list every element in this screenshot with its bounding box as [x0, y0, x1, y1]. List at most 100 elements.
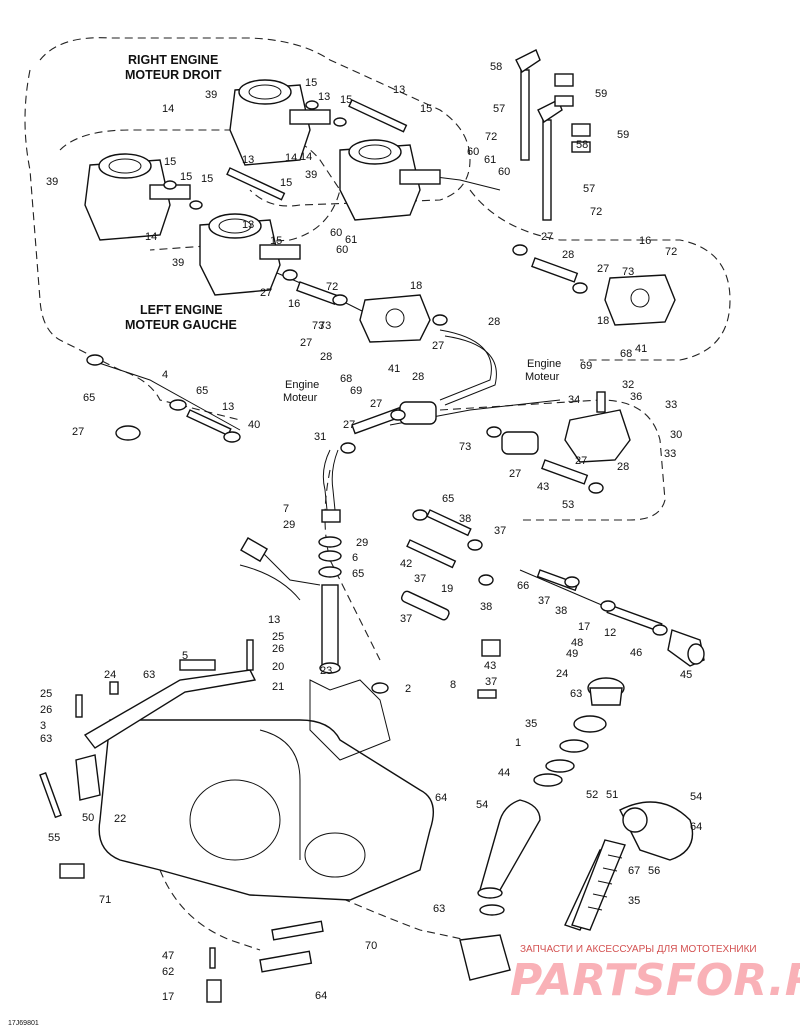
callout-16: 16: [288, 298, 300, 310]
callout-50: 50: [82, 812, 94, 824]
callout-13: 13: [242, 219, 254, 231]
callout-60: 60: [336, 244, 348, 256]
filler-hose: [477, 799, 541, 916]
callout-18: 18: [410, 280, 422, 292]
callout-43: 43: [484, 660, 496, 672]
callout-62: 62: [162, 966, 174, 978]
callout-27: 27: [343, 419, 355, 431]
group-outline-right-engine: [39, 37, 471, 207]
left-engine-heading: LEFT ENGINE MOTEUR GAUCHE: [125, 303, 237, 332]
callout-54: 54: [476, 799, 488, 811]
callout-26: 26: [40, 704, 52, 716]
check-valve-fitting: [667, 629, 705, 667]
callout-14: 14: [145, 231, 157, 243]
callout-29: 29: [283, 519, 295, 531]
right-engine-heading: RIGHT ENGINE MOTEUR DROIT: [125, 53, 222, 82]
callout-72: 72: [326, 281, 338, 293]
callout-2: 2: [405, 683, 411, 695]
callout-72: 72: [590, 206, 602, 218]
callout-41: 41: [635, 343, 647, 355]
callout-15: 15: [340, 94, 352, 106]
callout-13: 13: [222, 401, 234, 413]
callout-34: 34: [568, 394, 580, 406]
callout-20: 20: [272, 661, 284, 673]
callout-65: 65: [442, 493, 454, 505]
callout-13: 13: [318, 91, 330, 103]
svg-text:PARTSFOR.RU: PARTSFOR.RU: [510, 955, 800, 1006]
callout-63: 63: [570, 688, 582, 700]
primer-plungers: [515, 49, 591, 221]
callout-46: 46: [630, 647, 642, 659]
callout-35: 35: [628, 895, 640, 907]
callout-14: 14: [162, 103, 174, 115]
callout-14: 14: [285, 152, 297, 164]
callout-27: 27: [432, 340, 444, 352]
callout-6: 6: [352, 552, 358, 564]
callout-55: 55: [48, 832, 60, 844]
callout-26: 26: [272, 643, 284, 655]
callout-65: 65: [196, 385, 208, 397]
left-carburetor-1: [84, 153, 191, 241]
callout-73: 73: [622, 266, 634, 278]
svg-text:Moteur: Moteur: [283, 392, 318, 404]
callout-5: 5: [182, 650, 188, 662]
callout-45: 45: [680, 669, 692, 681]
svg-text:MOTEUR GAUCHE: MOTEUR GAUCHE: [125, 318, 237, 332]
callout-72: 72: [485, 131, 497, 143]
callout-21: 21: [272, 681, 284, 693]
callout-73: 73: [459, 441, 471, 453]
callout-52: 52: [586, 789, 598, 801]
fuel-tank: [98, 679, 434, 901]
callout-33: 33: [664, 448, 676, 460]
callout-57: 57: [583, 183, 595, 195]
callout-28: 28: [320, 351, 332, 363]
svg-text:Engine: Engine: [285, 379, 319, 391]
callout-15: 15: [201, 173, 213, 185]
corrugated-vent-hose: [459, 839, 626, 981]
callout-27: 27: [509, 468, 521, 480]
callout-4: 4: [162, 369, 168, 381]
callout-13: 13: [268, 614, 280, 626]
callout-38: 38: [555, 605, 567, 617]
fuel-selector-valve: [564, 391, 631, 463]
callout-30: 30: [670, 429, 682, 441]
callout-15: 15: [280, 177, 292, 189]
callout-27: 27: [597, 263, 609, 275]
filler-cap-assembly: [533, 677, 625, 787]
callout-36: 36: [630, 391, 642, 403]
tank-support-strap: [75, 659, 257, 801]
callout-37: 37: [400, 613, 412, 625]
callout-12: 12: [604, 627, 616, 639]
engine-label-center: Engine Moteur: [283, 379, 319, 404]
callout-28: 28: [488, 316, 500, 328]
callout-68: 68: [340, 373, 352, 385]
callout-71: 71: [99, 894, 111, 906]
callout-60: 60: [498, 166, 510, 178]
fuel-pickup-assembly: [240, 509, 342, 674]
group-outline-bottom: [159, 869, 261, 951]
callout-65: 65: [83, 392, 95, 404]
callout-28: 28: [412, 371, 424, 383]
callout-14: 14: [300, 151, 312, 163]
svg-text:MOTEUR DROIT: MOTEUR DROIT: [125, 68, 222, 82]
callout-27: 27: [575, 455, 587, 467]
reference-code: 17J69801: [8, 1020, 39, 1027]
callout-24: 24: [556, 668, 568, 680]
callout-73: 73: [319, 320, 331, 332]
callout-27: 27: [541, 231, 553, 243]
callout-39: 39: [205, 89, 217, 101]
callout-33: 33: [665, 399, 677, 411]
small-hardware: [39, 639, 501, 1003]
callout-41: 41: [388, 363, 400, 375]
callout-66: 66: [517, 580, 529, 592]
callout-48: 48: [571, 637, 583, 649]
callout-64: 64: [315, 990, 327, 1002]
callout-67: 67: [628, 865, 640, 877]
callout-69: 69: [580, 360, 592, 372]
callout-58: 58: [490, 61, 502, 73]
callout-17: 17: [578, 621, 590, 633]
callout-39: 39: [305, 169, 317, 181]
svg-text:Moteur: Moteur: [525, 371, 560, 383]
callout-60: 60: [467, 146, 479, 158]
callout-44: 44: [498, 767, 510, 779]
